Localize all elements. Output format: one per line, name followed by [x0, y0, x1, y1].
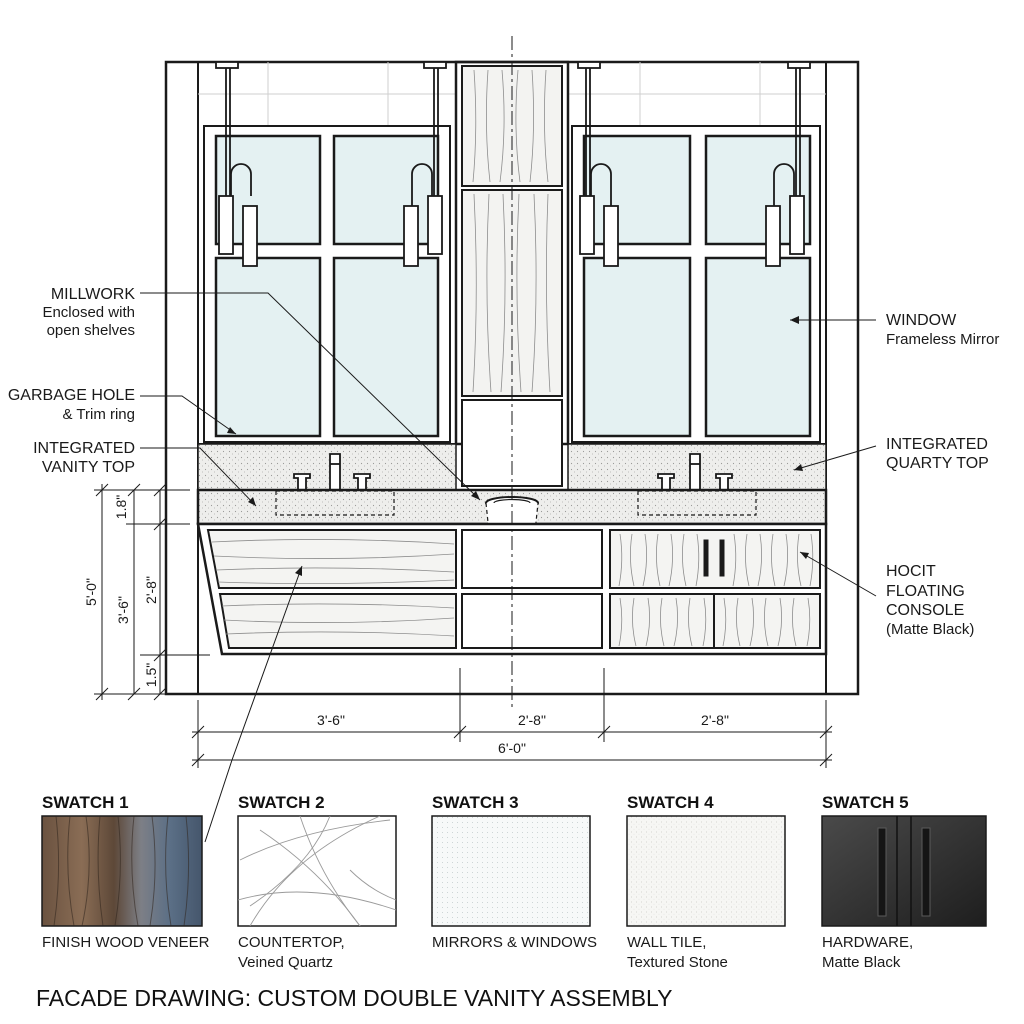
svg-text:SWATCH 5: SWATCH 5 [822, 793, 909, 812]
left-window [203, 125, 451, 443]
svg-text:Frameless Mirror: Frameless Mirror [886, 331, 999, 348]
swatch-textured-stone [626, 815, 786, 927]
drawing-title: FACADE DRAWING: CUSTOM DOUBLE VANITY ASS… [36, 985, 672, 1011]
svg-text:INTEGRATED: INTEGRATED [886, 436, 988, 453]
dim-center-width: 2'-8" [518, 712, 546, 728]
left-drawer-upper [206, 529, 457, 589]
swatch-wood-veneer [41, 815, 203, 927]
left-wall-return [165, 61, 199, 695]
svg-text:CONSOLE: CONSOLE [886, 602, 964, 619]
pendant-light [403, 61, 447, 267]
right-wall-return [825, 61, 859, 695]
callout-garbage-hole: GARBAGE HOLE & Trim ring [8, 387, 135, 423]
svg-text:Enclosed with: Enclosed with [42, 304, 135, 321]
dim-left-width: 3'-6" [317, 712, 345, 728]
dim-upper-height: 2'-8" [143, 576, 159, 604]
svg-text:MIRRORS & WINDOWS: MIRRORS & WINDOWS [432, 934, 597, 951]
pendant-lights [215, 61, 811, 267]
svg-text:Veined Quartz: Veined Quartz [238, 954, 333, 971]
door-handle [719, 539, 725, 577]
left-sink-outline [275, 490, 395, 516]
swatch-4: SWATCH 4 WALL TILE, Textured Stone [626, 793, 786, 971]
swatch-3: SWATCH 3 MIRRORS & WINDOWS [431, 793, 597, 951]
dim-right-width: 2'-8" [701, 712, 729, 728]
swatch-1: SWATCH 1 FINISH WOOD VENEER [41, 793, 210, 951]
dim-cabinet-height: 3'-6" [115, 596, 131, 624]
svg-text:FLOATING: FLOATING [886, 583, 965, 600]
swatch-mirrors-windows [431, 815, 591, 927]
left-faucet [293, 453, 371, 490]
svg-text:SWATCH 3: SWATCH 3 [432, 793, 519, 812]
callout-window: WINDOW Frameless Mirror [886, 312, 999, 348]
vertical-dimensions [94, 483, 190, 701]
elevation [164, 36, 860, 708]
svg-text:VANITY TOP: VANITY TOP [42, 459, 135, 476]
callout-quarty-top: INTEGRATED QUARTY TOP [886, 436, 989, 472]
vertical-dimension-labels: 5'-0" 3'-6" 2'-8" 1.8" 1.5" [83, 495, 159, 687]
svg-text:SWATCH 4: SWATCH 4 [627, 793, 714, 812]
callout-millwork: MILLWORK Enclosed with open shelves [42, 286, 135, 339]
svg-text:open shelves: open shelves [47, 322, 135, 339]
swatch-2: SWATCH 2 COUNTERTOP, Veined Quartz [237, 793, 397, 971]
handle-icon [877, 827, 887, 917]
svg-text:WALL TILE,: WALL TILE, [627, 934, 706, 951]
right-window [571, 125, 821, 443]
svg-text:COUNTERTOP,: COUNTERTOP, [238, 934, 345, 951]
svg-text:& Trim ring: & Trim ring [62, 406, 135, 423]
handle-icon [921, 827, 931, 917]
svg-text:HOCIT: HOCIT [886, 563, 936, 580]
svg-text:INTEGRATED: INTEGRATED [33, 440, 135, 457]
horizontal-dimensions [191, 668, 833, 768]
svg-text:FINISH WOOD VENEER: FINISH WOOD VENEER [42, 934, 210, 951]
callout-floating-console: HOCIT FLOATING CONSOLE (Matte Black) [886, 563, 974, 638]
swatch-veined-quartz [237, 815, 397, 927]
svg-text:HARDWARE,: HARDWARE, [822, 934, 913, 951]
callout-leaders [140, 292, 877, 843]
svg-text:Matte Black: Matte Black [822, 954, 901, 971]
right-door-upper [609, 529, 821, 589]
pendant-light [577, 61, 619, 267]
svg-text:SWATCH 2: SWATCH 2 [238, 793, 325, 812]
callout-vanity-top: INTEGRATED VANITY TOP [33, 440, 135, 476]
svg-text:MILLWORK: MILLWORK [51, 286, 135, 303]
svg-text:QUARTY TOP: QUARTY TOP [886, 455, 989, 472]
svg-text:(Matte Black): (Matte Black) [886, 621, 974, 638]
arrowheads [227, 316, 809, 576]
swatch-5: SWATCH 5 HARDWARE, Matte Black [821, 793, 987, 971]
door-handle [703, 539, 709, 577]
right-faucet [657, 453, 733, 490]
right-sink-outline [637, 490, 757, 516]
left-drawer-lower [218, 593, 457, 649]
pendant-light [215, 61, 258, 267]
svg-text:Textured Stone: Textured Stone [627, 954, 728, 971]
svg-text:WINDOW: WINDOW [886, 312, 957, 329]
svg-text:GARBAGE HOLE: GARBAGE HOLE [8, 387, 135, 404]
dim-top-thickness: 1.8" [113, 495, 129, 519]
horizontal-dimension-labels: 3'-6" 2'-8" 2'-8" 6'-0" [317, 712, 729, 756]
left-backsplash [197, 443, 457, 491]
pendant-light [765, 61, 811, 267]
wall-tile-lines [198, 62, 826, 126]
dim-overall-width: 6'-0" [498, 740, 526, 756]
dim-overall-height: 5'-0" [83, 578, 99, 606]
swatch-matte-black [821, 815, 987, 927]
svg-text:SWATCH 1: SWATCH 1 [42, 793, 129, 812]
dim-base-gap: 1.5" [143, 663, 159, 687]
